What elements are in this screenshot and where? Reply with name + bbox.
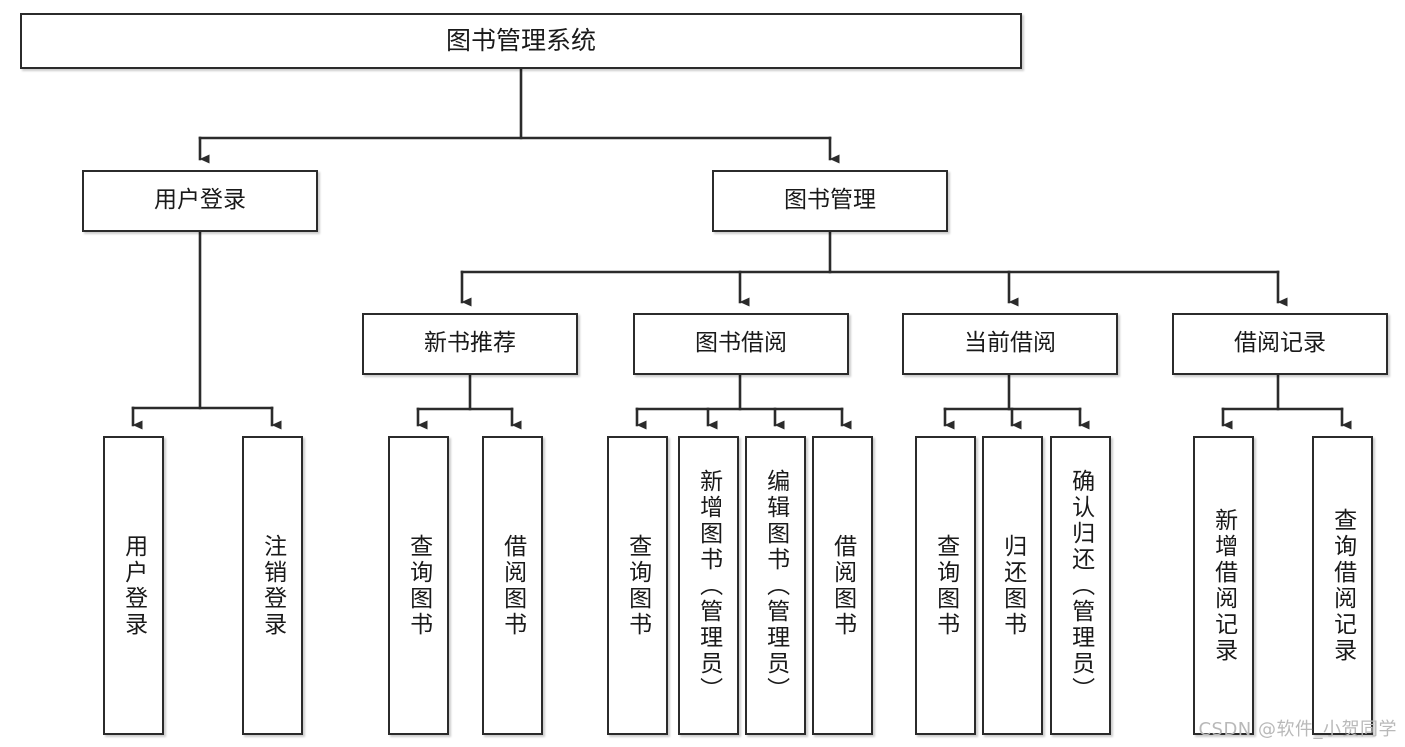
- leaf-node-12[interactable]: 查询借阅记录: [1312, 436, 1373, 735]
- level2-node-0[interactable]: 用户登录: [82, 170, 318, 232]
- node-label: 用户登录: [154, 187, 246, 214]
- leaf-node-6[interactable]: 编辑图书（管理员）: [745, 436, 806, 735]
- node-label: 图书管理: [784, 187, 876, 214]
- leaf-node-7[interactable]: 借阅图书: [812, 436, 873, 735]
- node-label: 归还图书: [999, 533, 1026, 638]
- node-label: 当前借阅: [964, 330, 1056, 357]
- leaf-node-10[interactable]: 确认归还（管理员）: [1050, 436, 1111, 735]
- node-label: 新书推荐: [424, 330, 516, 357]
- node-label: 借阅图书: [829, 533, 856, 638]
- node-label: 查询图书: [932, 533, 959, 638]
- node-label: 确认归还（管理员）: [1067, 468, 1094, 703]
- node-label: 查询借阅记录: [1329, 507, 1356, 664]
- leaf-node-2[interactable]: 查询图书: [388, 436, 449, 735]
- node-label: 新增借阅记录: [1210, 507, 1237, 664]
- node-label: 用户登录: [120, 533, 147, 638]
- node-label: 编辑图书（管理员）: [762, 468, 789, 703]
- leaf-node-1[interactable]: 注销登录: [242, 436, 303, 735]
- leaf-node-5[interactable]: 新增图书（管理员）: [678, 436, 739, 735]
- level3-node-2[interactable]: 当前借阅: [902, 313, 1118, 375]
- level3-node-3[interactable]: 借阅记录: [1172, 313, 1388, 375]
- level3-node-1[interactable]: 图书借阅: [633, 313, 849, 375]
- node-label: 注销登录: [259, 533, 286, 638]
- csdn-watermark: CSDN @软件_小贺同学: [1198, 719, 1397, 740]
- level3-node-0[interactable]: 新书推荐: [362, 313, 578, 375]
- node-label: 查询图书: [405, 533, 432, 638]
- node-label: 图书管理系统: [445, 26, 596, 56]
- node-label: 查询图书: [624, 533, 651, 638]
- node-label: 新增图书（管理员）: [695, 468, 722, 703]
- node-label: 借阅图书: [499, 533, 526, 638]
- level2-node-1[interactable]: 图书管理: [712, 170, 948, 232]
- node-label: 图书借阅: [695, 330, 787, 357]
- leaf-node-4[interactable]: 查询图书: [607, 436, 668, 735]
- root-node[interactable]: 图书管理系统: [20, 13, 1022, 69]
- leaf-node-0[interactable]: 用户登录: [103, 436, 164, 735]
- leaf-node-11[interactable]: 新增借阅记录: [1193, 436, 1254, 735]
- leaf-node-3[interactable]: 借阅图书: [482, 436, 543, 735]
- node-label: 借阅记录: [1234, 330, 1326, 357]
- leaf-node-9[interactable]: 归还图书: [982, 436, 1043, 735]
- leaf-node-8[interactable]: 查询图书: [915, 436, 976, 735]
